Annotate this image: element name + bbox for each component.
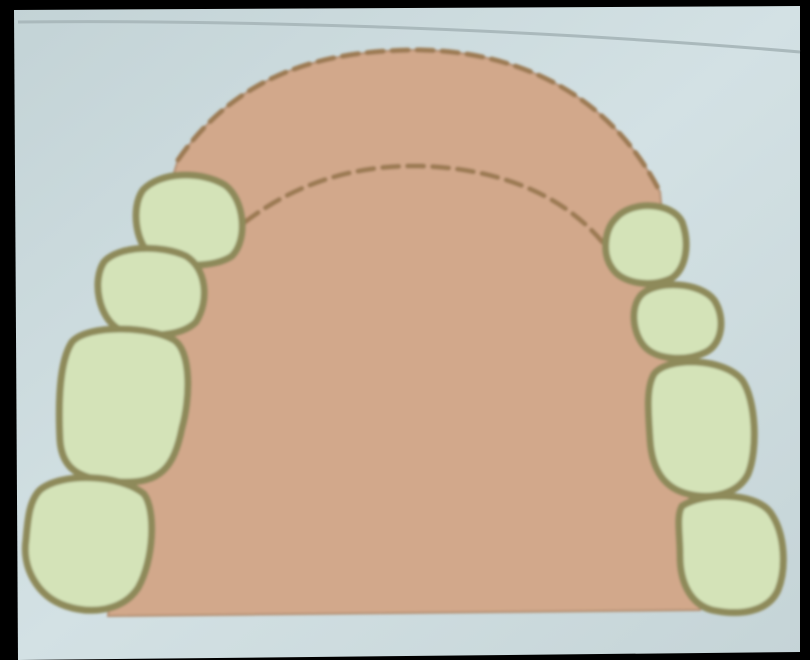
tooth-right-2: [634, 285, 721, 358]
tooth-right-4: [679, 496, 784, 612]
tooth-right-1: [606, 206, 686, 284]
tooth-right-3: [648, 362, 754, 496]
tooth-left-3: [59, 329, 188, 482]
tooth-left-4: [25, 478, 151, 611]
tooth-left-2: [98, 248, 204, 335]
